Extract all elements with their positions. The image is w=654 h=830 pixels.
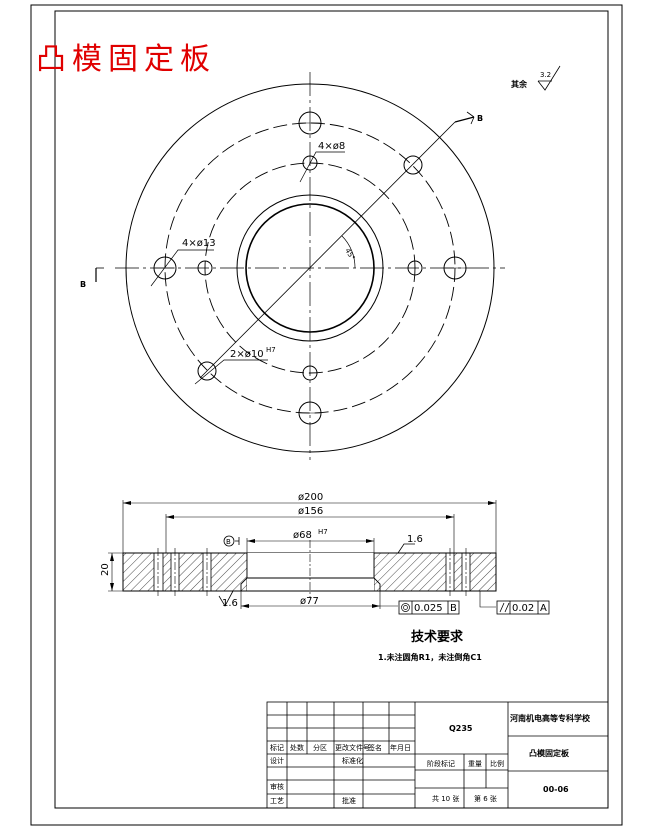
tb-scale: 比例 — [490, 759, 504, 768]
title-block — [266, 701, 609, 809]
label-hole-10: 2×ø10 — [230, 349, 264, 360]
dim-68-tol: H7 — [318, 528, 328, 536]
tech-req-line1: 1.未注圆角R1，未注倒角C1 — [378, 652, 482, 662]
hole-8-left — [197, 260, 213, 276]
tol-frame-parallel — [496, 600, 550, 615]
section-label-left: B — [80, 280, 86, 289]
roughness-symbol — [537, 65, 561, 91]
label-hole-10-tol: H7 — [266, 346, 276, 354]
label-hole-13: 4×ø13 — [182, 238, 216, 249]
dim-200: ø200 — [298, 492, 323, 503]
tb-approve: 批准 — [342, 796, 356, 805]
tb-h-zone: 分区 — [313, 743, 327, 752]
tb-designer: 设计 — [270, 756, 284, 765]
tol-frame-concentric — [398, 600, 460, 615]
inner-border — [54, 10, 609, 809]
leader-hole-8 — [299, 151, 345, 183]
label-hole-8: 4×ø8 — [318, 141, 345, 152]
roughness-label: 其余 — [511, 79, 528, 89]
leader-hole-10 — [194, 359, 268, 385]
tb-h-date: 年月日 — [390, 743, 411, 752]
leader-hole-13 — [150, 249, 214, 287]
tb-process: 工艺 — [270, 797, 284, 805]
tb-weight: 重量 — [468, 760, 482, 768]
tol-parallel-value: 0.02 — [512, 603, 534, 614]
tol-concentric-datum: B — [450, 603, 457, 614]
tb-h-docno: 更改文件号 — [335, 743, 370, 752]
tb-sheets: 共 10 张 — [432, 794, 459, 803]
pin-hole-upper — [403, 155, 423, 175]
hole-8-bottom — [302, 365, 318, 381]
tb-sheet-no: 第 6 张 — [474, 794, 497, 803]
top-view — [95, 72, 505, 460]
tb-school: 河南机电高等专科学校 — [510, 713, 591, 723]
page-title: 凸模固定板 — [36, 42, 216, 77]
hole-13-right — [443, 256, 467, 280]
section-label-right: B — [477, 114, 483, 123]
hole-8-right — [407, 260, 423, 276]
dim-77: ø77 — [300, 596, 319, 607]
tech-req-title: 技术要求 — [411, 629, 464, 645]
hole-13-left — [153, 256, 177, 280]
tb-stage: 阶段标记 — [427, 759, 455, 768]
roughness-value: 3.2 — [540, 71, 551, 79]
tb-drawing-no: 00-06 — [543, 785, 569, 794]
tb-check: 审核 — [270, 782, 284, 791]
pin-hole-lower — [197, 361, 217, 381]
roughness-1-6-top: 1.6 — [407, 534, 423, 545]
tb-h-mark: 标记 — [270, 743, 284, 752]
tb-material: Q235 — [449, 724, 473, 733]
datum-circle — [223, 535, 235, 547]
angle-arc — [341, 235, 356, 269]
tol-concentric-value: 0.025 — [414, 603, 443, 614]
section-line — [199, 121, 456, 379]
tb-h-count: 处数 — [290, 743, 304, 752]
dim-20: 20 — [100, 563, 111, 576]
tb-h-sign: 签名 — [368, 743, 382, 752]
dim-68: ø68 — [293, 530, 312, 541]
section-view — [108, 500, 550, 615]
hole-13-bottom — [298, 401, 322, 425]
datum-b: B — [226, 538, 231, 546]
tb-part-name: 凸模固定板 — [529, 748, 570, 758]
hole-8-top — [302, 155, 318, 171]
outer-border — [30, 4, 623, 826]
dim-156: ø156 — [298, 506, 323, 517]
tol-parallel-datum: A — [540, 603, 547, 614]
roughness-1-6-bottom: 1.6 — [222, 598, 238, 609]
tb-std: 标准化 — [342, 756, 363, 765]
hole-13-top — [298, 111, 322, 135]
